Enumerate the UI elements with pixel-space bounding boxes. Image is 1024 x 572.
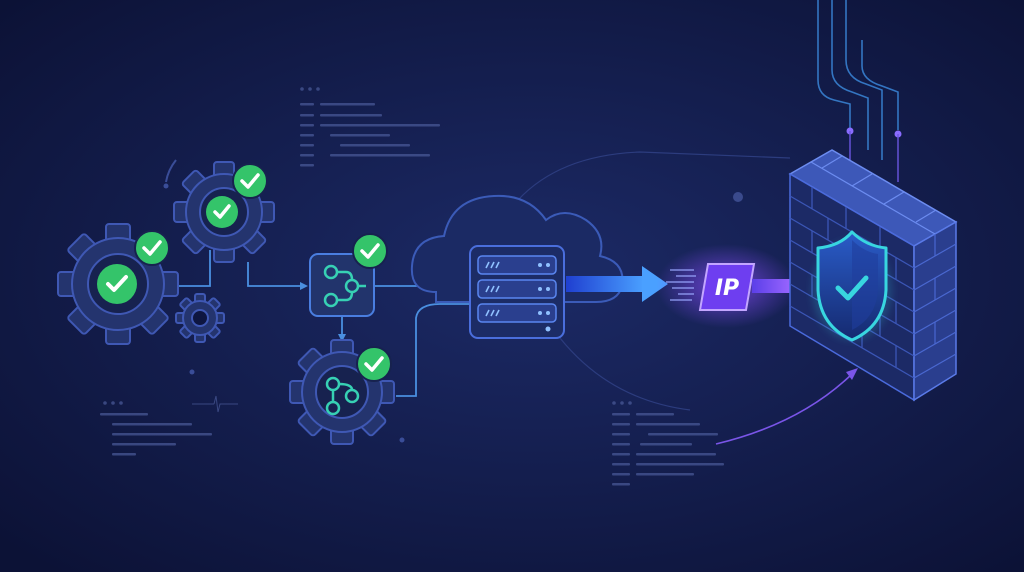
flow-arrowhead xyxy=(300,282,308,290)
code-snippet-bottom-left xyxy=(100,395,238,456)
ip-badge-label: IP xyxy=(715,276,739,301)
workflow-icon xyxy=(325,376,360,416)
shield-icon xyxy=(812,230,892,342)
check-icon xyxy=(97,264,137,304)
check-icon xyxy=(232,163,268,199)
flow-arrowhead xyxy=(338,334,346,342)
dot-accent-3 xyxy=(399,437,405,443)
check-icon xyxy=(134,230,170,266)
gear-icon xyxy=(175,293,225,343)
code-snippet-top xyxy=(300,87,440,167)
code-snippet-bottom-right xyxy=(612,401,724,486)
arc-accent xyxy=(165,159,177,183)
data-lines xyxy=(817,0,899,160)
server-icon xyxy=(469,245,565,339)
check-icon xyxy=(356,346,392,382)
dot-accent-2 xyxy=(189,369,195,375)
ip-badge: IP xyxy=(698,263,756,311)
curved-arrow-head xyxy=(846,368,858,380)
orbit-line-top xyxy=(517,151,791,201)
speed-lines xyxy=(666,269,696,301)
workflow-icon xyxy=(309,253,375,317)
orbit-line-bottom xyxy=(559,337,691,411)
check-icon xyxy=(352,233,388,269)
orbit-node xyxy=(733,192,743,202)
arrow-right-icon xyxy=(566,266,668,302)
dot-accent xyxy=(163,183,169,189)
check-icon xyxy=(206,196,238,228)
curved-arrow xyxy=(715,373,853,445)
